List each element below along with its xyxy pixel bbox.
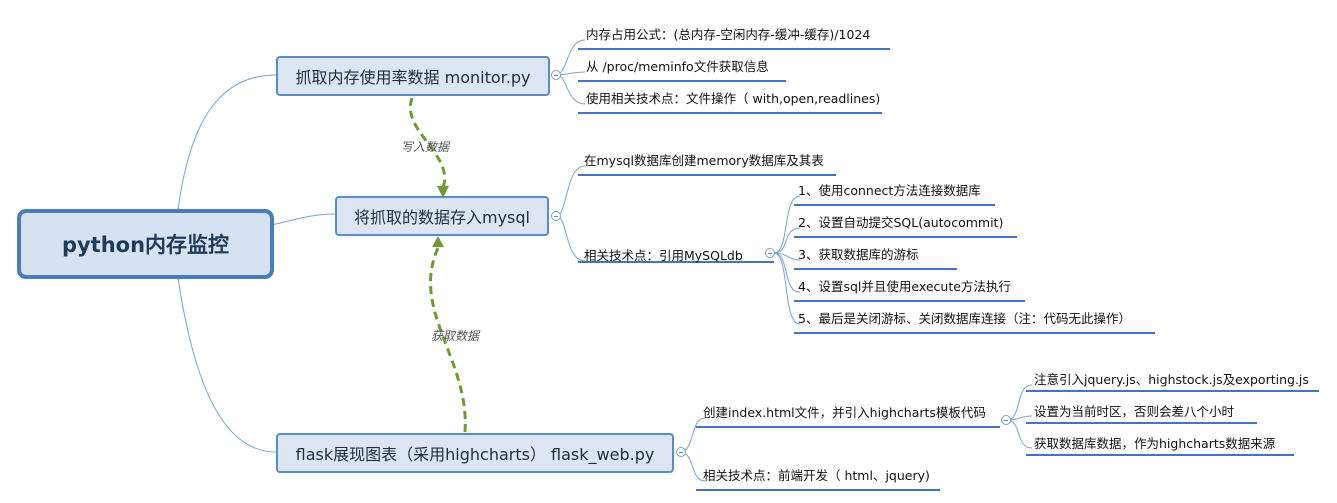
branch-monitor-label: 抓取内存使用率数据 monitor.py — [295, 68, 531, 87]
monitor-item[interactable]: 从 /proc/meminfo文件获取信息 — [586, 59, 769, 74]
branch-flask[interactable]: flask展现图表（采用highcharts） flask_web.py — [276, 433, 674, 473]
collapse-icon[interactable] — [551, 211, 561, 221]
collapse-icon[interactable] — [1001, 415, 1011, 425]
branch-mysql[interactable]: 将抓取的数据存入mysql — [335, 196, 549, 236]
index-item[interactable]: 设置为当前时区，否则会差八个小时 — [1034, 404, 1235, 419]
monitor-item[interactable]: 内存占用公式：(总内存-空闲内存-缓冲-缓存)/1024 — [586, 27, 871, 42]
relation-label-fetch: 获取数据 — [431, 329, 480, 343]
mysql-step[interactable]: 4、设置sql并且使用execute方法执行 — [798, 279, 1011, 294]
index-item[interactable]: 注意引入jquery.js、highstock.js及exporting.js — [1034, 372, 1309, 387]
collapse-icon[interactable] — [676, 447, 686, 457]
branch-monitor[interactable]: 抓取内存使用率数据 monitor.py — [276, 56, 550, 96]
mysql-step[interactable]: 1、使用connect方法连接数据库 — [798, 183, 981, 198]
relation-label-write: 写入数据 — [401, 140, 450, 154]
mysql-create-db[interactable]: 在mysql数据库创建memory数据库及其表 — [584, 153, 824, 168]
index-item[interactable]: 获取数据库数据，作为highcharts数据来源 — [1034, 436, 1276, 451]
flask-tech[interactable]: 相关技术点：前端开发（ html、jquery) — [703, 468, 930, 483]
branch-mysql-label: 将抓取的数据存入mysql — [354, 208, 530, 227]
flask-create-index[interactable]: 创建index.html文件，并引入highcharts模板代码 — [703, 405, 986, 420]
branch-flask-label: flask展现图表（采用highcharts） flask_web.py — [295, 445, 655, 464]
mysql-step[interactable]: 2、设置自动提交SQL(autocommit) — [798, 215, 1004, 230]
mysql-step[interactable]: 3、获取数据库的游标 — [798, 247, 919, 262]
mysql-step[interactable]: 5、最后是关闭游标、关闭数据库连接（注：代码无此操作） — [798, 311, 1131, 326]
root-label: python内存监控 — [61, 233, 230, 257]
collapse-icon[interactable] — [551, 70, 561, 80]
mysql-tech[interactable]: 相关技术点：引用MySQLdb — [584, 248, 743, 263]
root-node[interactable]: python内存监控 — [17, 209, 274, 279]
monitor-item[interactable]: 使用相关技术点：文件操作（ with,open,readlines) — [586, 91, 881, 106]
collapse-icon[interactable] — [765, 248, 775, 258]
